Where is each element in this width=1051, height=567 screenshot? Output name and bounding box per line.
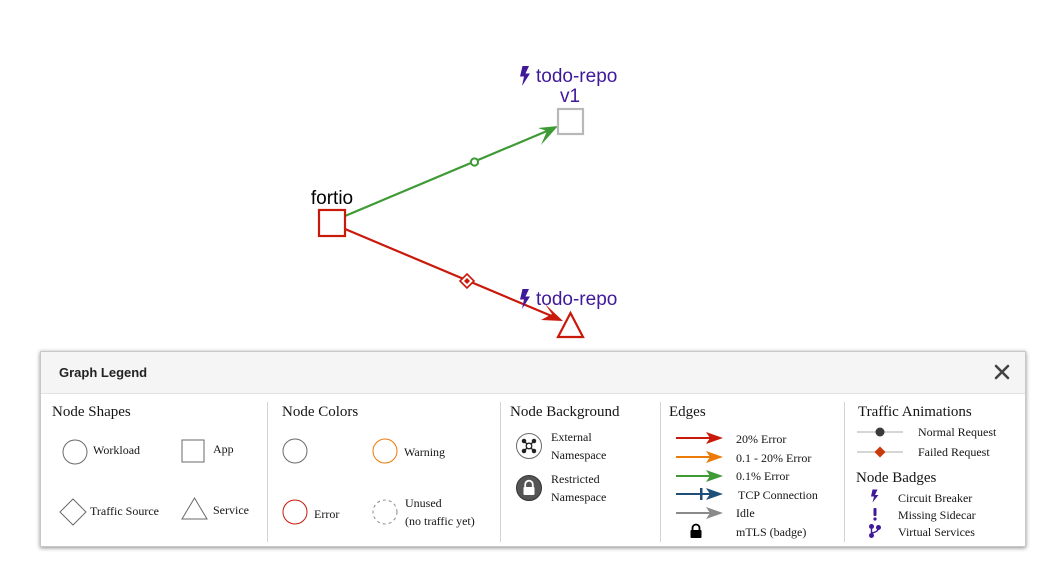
restricted-namespace-icon bbox=[516, 475, 542, 501]
virtual-services-label: Virtual Services bbox=[898, 525, 975, 539]
external-namespace-sublabel: Namespace bbox=[551, 448, 607, 462]
edge-idle-label: Idle bbox=[736, 506, 755, 520]
lightning-icon bbox=[520, 289, 530, 309]
restricted-namespace-label: Restricted bbox=[551, 472, 600, 486]
edges-title: Edges bbox=[669, 404, 706, 420]
unused-sublabel: (no traffic yet) bbox=[405, 514, 475, 528]
warning-color-circle-icon bbox=[372, 438, 398, 464]
restricted-namespace-sublabel: Namespace bbox=[551, 490, 607, 504]
legend-header: Graph Legend bbox=[41, 352, 1025, 394]
edge-tcp-arrow-icon bbox=[676, 488, 723, 500]
todo-repo-service-label: todo-repo bbox=[536, 289, 617, 310]
traffic-source-label: Traffic Source bbox=[90, 504, 159, 518]
app-square-icon bbox=[181, 439, 205, 463]
workload-circle-icon bbox=[62, 439, 88, 465]
legend-title: Graph Legend bbox=[59, 365, 148, 380]
error-label: Error bbox=[314, 507, 340, 521]
todo-repo-app-label: todo-repo bbox=[536, 66, 617, 87]
edge-fortio-to-todo-repo-service[interactable] bbox=[344, 227, 563, 321]
unused-label: Unused bbox=[405, 496, 442, 510]
lightning-icon bbox=[520, 66, 530, 86]
failed-request-label: Failed Request bbox=[918, 445, 990, 459]
service-label: Service bbox=[213, 503, 249, 517]
edge-red-arrow-icon bbox=[676, 432, 723, 444]
fortio-app-node[interactable] bbox=[317, 208, 347, 238]
legend-divider bbox=[267, 402, 268, 542]
lock-icon bbox=[690, 523, 702, 538]
todo-repo-v1-app-node[interactable] bbox=[556, 107, 585, 136]
traffic-animations-title: Traffic Animations bbox=[858, 404, 972, 420]
error-color-circle-icon bbox=[282, 499, 308, 525]
missing-sidecar-icon bbox=[873, 508, 877, 521]
external-namespace-label: External bbox=[551, 430, 592, 444]
edge-fortio-to-todo-repo-v1[interactable] bbox=[344, 126, 558, 218]
todo-repo-version-label: v1 bbox=[560, 86, 580, 107]
failed-request-diamond-icon bbox=[857, 446, 903, 458]
fortio-label: fortio bbox=[311, 188, 353, 209]
circuit-breaker-label: Circuit Breaker bbox=[898, 491, 973, 505]
normal-color-circle-icon bbox=[282, 438, 308, 464]
edge-orange-arrow-icon bbox=[676, 451, 723, 463]
workload-label: Workload bbox=[93, 443, 141, 457]
node-colors-title: Node Colors bbox=[282, 404, 359, 420]
graph-legend-panel: Graph Legend Node Shapes Workload App Tr… bbox=[40, 351, 1026, 547]
todo-repo-service-node[interactable] bbox=[556, 310, 585, 339]
edge-green-arrow-icon bbox=[676, 470, 723, 482]
missing-sidecar-label: Missing Sidecar bbox=[898, 508, 976, 522]
normal-request-label: Normal Request bbox=[918, 425, 997, 439]
legend-divider bbox=[500, 402, 501, 542]
external-namespace-icon bbox=[516, 433, 542, 459]
close-icon[interactable] bbox=[991, 361, 1013, 383]
legend-divider bbox=[660, 402, 661, 542]
traffic-diamond-failed bbox=[458, 272, 476, 290]
traffic-dot-normal bbox=[469, 157, 480, 167]
service-triangle-icon bbox=[181, 497, 208, 520]
edge-tcp-label: TCP Connection bbox=[738, 488, 818, 502]
node-shapes-title: Node Shapes bbox=[52, 404, 131, 420]
unused-dashed-circle-icon bbox=[372, 499, 398, 525]
circuit-breaker-icon bbox=[871, 489, 879, 503]
edge-0-1-20-error-label: 0.1 - 20% Error bbox=[736, 451, 812, 465]
traffic-source-diamond-icon bbox=[59, 498, 87, 526]
virtual-services-icon bbox=[869, 524, 881, 538]
warning-label: Warning bbox=[404, 445, 446, 459]
normal-request-dot-icon bbox=[857, 427, 903, 437]
edge-0-1-error-label: 0.1% Error bbox=[736, 469, 790, 483]
edge-20-error-label: 20% Error bbox=[736, 432, 787, 446]
legend-divider bbox=[844, 402, 845, 542]
edge-mtls-label: mTLS (badge) bbox=[736, 525, 807, 539]
node-badges-title: Node Badges bbox=[856, 470, 937, 486]
edge-idle-arrow-icon bbox=[676, 507, 723, 519]
app-label: App bbox=[213, 442, 234, 456]
node-background-title: Node Background bbox=[510, 404, 620, 420]
